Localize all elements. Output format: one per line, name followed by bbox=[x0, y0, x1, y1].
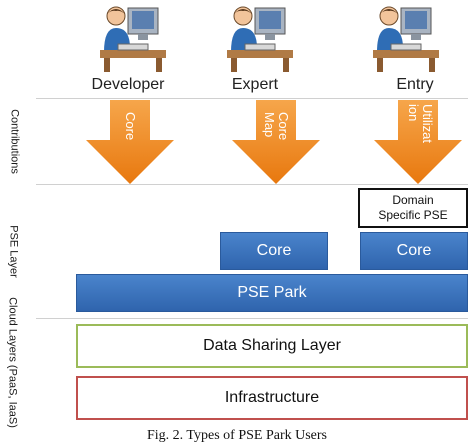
contribution-arrow-entry bbox=[374, 100, 462, 184]
data-sharing-layer-box: Data Sharing Layer bbox=[76, 324, 468, 368]
cloud-layers-side-label: Cloud Layers (PaaS, IaaS) bbox=[6, 297, 19, 428]
developer-user-icon bbox=[100, 6, 166, 72]
contribution-arrow-developer bbox=[86, 100, 174, 184]
expert-label: Expert bbox=[231, 76, 279, 93]
arrow-line: ion bbox=[406, 104, 421, 122]
domain-specific-pse-box: Domain Specific PSE bbox=[358, 188, 468, 228]
arrow-text-core-map: Core Map bbox=[262, 112, 291, 148]
infrastructure-box: Infrastructure bbox=[76, 376, 468, 420]
pse-park-box: PSE Park bbox=[76, 274, 468, 312]
separator-pse bbox=[36, 318, 468, 319]
domain-line: Domain bbox=[392, 193, 434, 207]
arrow-text-utilization: Utilizat ion bbox=[406, 104, 435, 160]
arrow-line: Core bbox=[123, 112, 138, 141]
expert-user-icon bbox=[227, 6, 293, 72]
entry-user-icon bbox=[373, 6, 439, 72]
contribution-arrow-expert bbox=[232, 100, 320, 184]
arrow-line: Utilizat bbox=[420, 104, 435, 144]
core-box-entry: Core bbox=[360, 232, 468, 270]
developer-label: Developer bbox=[91, 76, 165, 93]
separator-contributions bbox=[36, 184, 468, 185]
figure-caption: Fig. 2. Types of PSE Park Users bbox=[147, 428, 327, 443]
contributions-side-label: Contributions bbox=[8, 109, 21, 174]
arrow-line: Map bbox=[262, 112, 277, 138]
separator-top bbox=[36, 98, 468, 99]
domain-line: Specific PSE bbox=[378, 208, 448, 222]
core-box-expert: Core bbox=[220, 232, 328, 270]
entry-label: Entry bbox=[396, 76, 434, 93]
pse-layer-side-label: PSE Layer bbox=[7, 225, 20, 278]
arrow-text-core: Core bbox=[123, 112, 138, 148]
arrow-line: Core bbox=[276, 112, 291, 141]
